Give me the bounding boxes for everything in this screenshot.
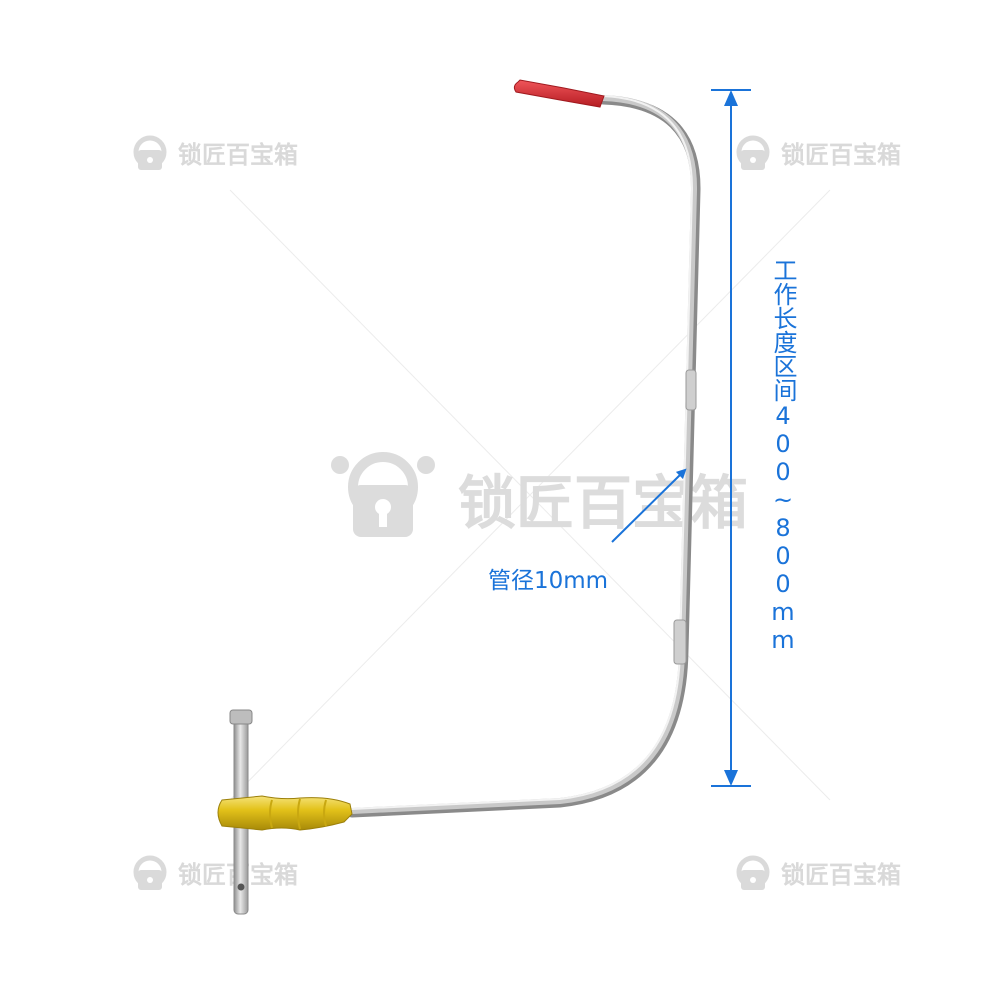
padlock-gear-icon <box>133 135 167 170</box>
tube-diameter-label: 管径10mm <box>488 568 609 594</box>
watermark-text: 锁匠百宝箱 <box>781 141 901 169</box>
steel-tube-shadow <box>347 95 701 818</box>
steel-tube <box>349 95 698 814</box>
watermark-bottom-left: 锁匠百宝箱 <box>133 855 298 890</box>
tube-joint <box>685 369 697 411</box>
tube-callout-arrow <box>611 468 687 543</box>
arrow-up-icon <box>724 90 738 106</box>
tool <box>217 79 701 915</box>
watermark-center: 锁匠百宝箱 <box>331 452 748 537</box>
t-bar-pin <box>237 883 245 891</box>
steel-tube-highlight <box>351 95 694 810</box>
watermark-text: 锁匠百宝箱 <box>458 469 748 537</box>
work-length-label: 工作长度区间400~800mm <box>769 258 797 654</box>
watermark-bottom-right: 锁匠百宝箱 <box>736 855 901 890</box>
watermark-top-right: 锁匠百宝箱 <box>736 135 901 170</box>
gold-handle <box>217 795 353 831</box>
watermark-top-left: 锁匠百宝箱 <box>133 135 298 170</box>
red-tip <box>513 79 605 108</box>
length-dimension <box>711 89 751 787</box>
padlock-gear-icon <box>736 855 770 890</box>
arrow-down-icon <box>724 770 738 786</box>
padlock-gear-icon <box>133 855 167 890</box>
gold-handle-grooves <box>269 798 327 830</box>
tube-joint <box>673 619 687 665</box>
watermark-text: 锁匠百宝箱 <box>178 141 298 169</box>
padlock-gear-icon <box>331 452 435 537</box>
watermark-text: 锁匠百宝箱 <box>781 861 901 889</box>
padlock-gear-icon <box>736 135 770 170</box>
t-bar-cap <box>229 709 253 725</box>
